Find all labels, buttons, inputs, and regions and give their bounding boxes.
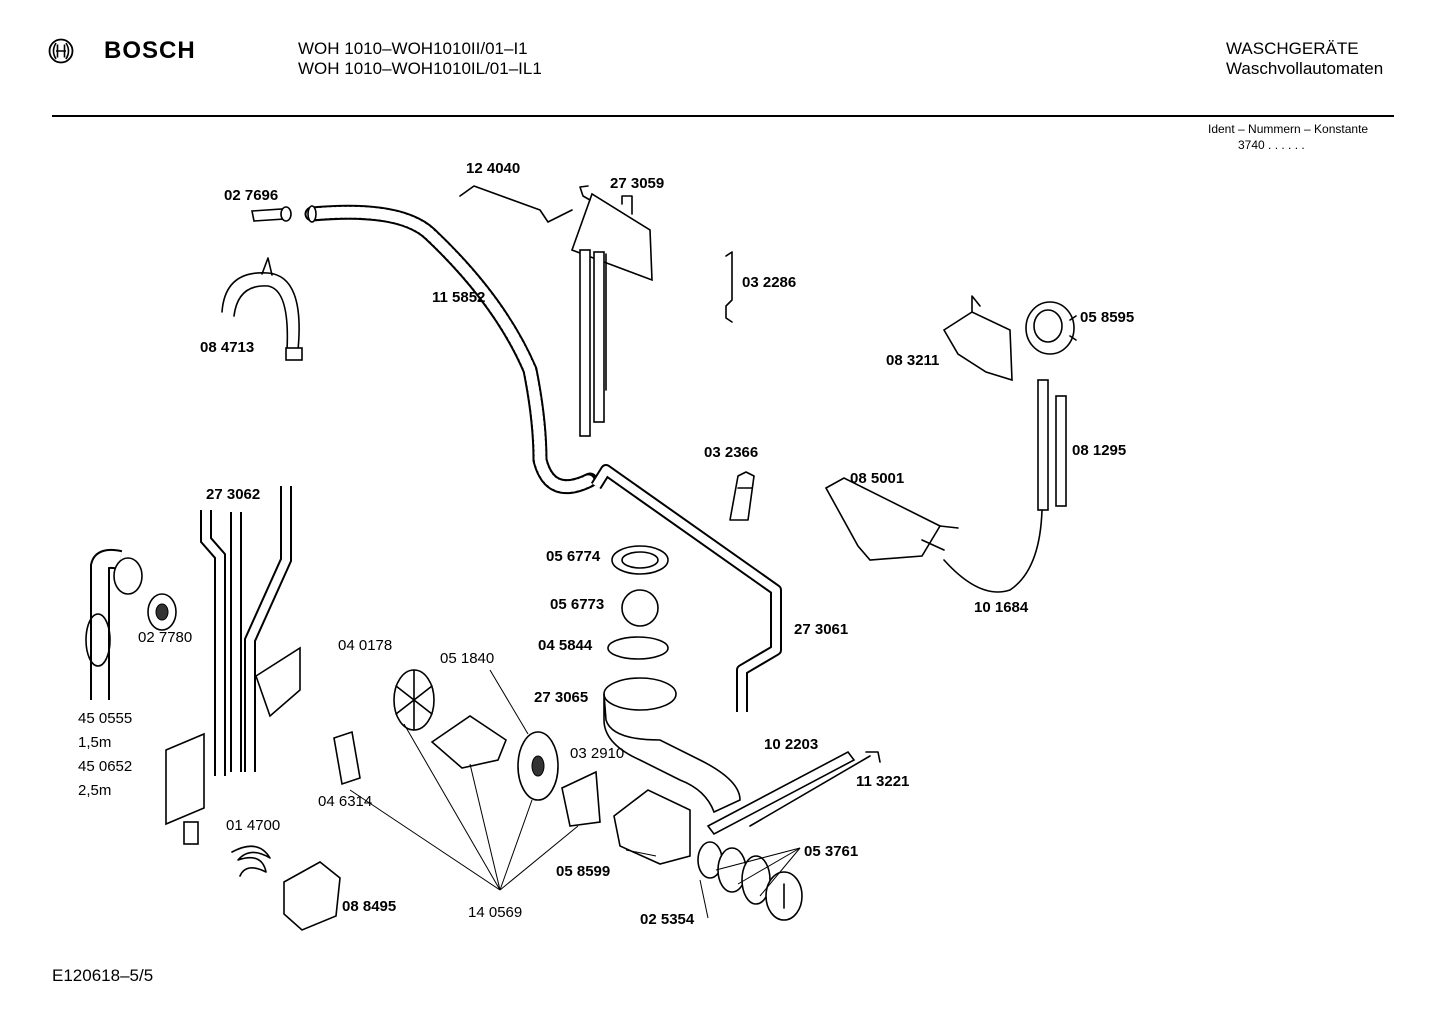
label-081295: 08 1295 — [1072, 442, 1127, 459]
label-058599: 05 8599 — [556, 863, 611, 880]
label-014700: 01 4700 — [226, 817, 281, 834]
label-027780: 02 7780 — [138, 629, 193, 646]
category-title: WASCHGERÄTE — [1226, 39, 1359, 58]
category-subtitle: Waschvollautomaten — [1226, 59, 1384, 78]
label-056774: 05 6774 — [546, 548, 601, 565]
label-027696: 02 7696 — [224, 187, 279, 204]
part-032910-drawing — [561, 770, 601, 827]
label-124040: 12 4040 — [466, 160, 521, 177]
label-088495: 08 8495 — [342, 898, 397, 915]
label-273062: 27 3062 — [206, 486, 261, 503]
label-450555-length: 1,5m — [78, 734, 112, 751]
label-084713: 08 4713 — [200, 339, 255, 356]
part-032366-drawing — [729, 471, 755, 521]
drawing-id: E120618–5/5 — [52, 966, 154, 985]
ident-label: Ident – Nummern – Konstante — [1208, 122, 1369, 136]
part-088495-drawing — [283, 861, 341, 931]
part-027696-drawing — [251, 206, 292, 222]
label-025354: 02 5354 — [640, 911, 695, 928]
label-056773: 05 6773 — [550, 596, 605, 613]
label-450652-length: 2,5m — [78, 782, 112, 799]
part-046314-drawing — [333, 730, 361, 786]
part-083211-drawing — [942, 295, 1013, 382]
part-014700-drawing — [231, 845, 271, 877]
part-053761-drawing — [697, 841, 771, 905]
label-053761: 05 3761 — [804, 843, 859, 860]
label-273059: 27 3059 — [610, 175, 665, 192]
label-040178: 04 0178 — [338, 637, 393, 654]
model-line-1: WOH 1010–WOH1010II/01–I1 — [298, 39, 528, 58]
label-032286: 03 2286 — [742, 274, 797, 291]
part-051840-drawing — [517, 731, 559, 801]
label-032910: 03 2910 — [570, 745, 625, 762]
part-113221-drawing — [749, 751, 881, 827]
label-450555: 45 0555 — [78, 710, 133, 727]
label-102203: 10 2203 — [764, 736, 819, 753]
label-101684: 10 1684 — [974, 599, 1029, 616]
part-025354-drawing — [765, 871, 803, 921]
label-051840: 05 1840 — [440, 650, 495, 667]
mounting-plate-drawing — [165, 732, 205, 826]
part-056774-drawing — [611, 545, 669, 575]
part-081295-drawing — [1037, 379, 1067, 511]
label-115852: 11 5852 — [432, 289, 486, 306]
model-line-2: WOH 1010–WOH1010IL/01–IL1 — [298, 59, 542, 78]
label-450652: 45 0652 — [78, 758, 133, 775]
part-058599-drawing — [613, 789, 691, 865]
part-085001-drawing — [824, 477, 959, 561]
part-124040-drawing — [459, 185, 573, 223]
part-273065-drawing — [603, 677, 741, 814]
label-273065: 27 3065 — [534, 689, 589, 706]
part-273061-drawing — [590, 464, 782, 712]
header-divider — [52, 115, 1394, 117]
part-040178-drawing — [393, 669, 435, 731]
leader-lines — [349, 669, 801, 919]
part-032286-drawing — [725, 251, 733, 323]
part-273059-drawing — [570, 185, 653, 437]
label-273061: 27 3061 — [794, 621, 849, 638]
bosch-logo-icon — [48, 38, 74, 64]
part-027780-drawing — [147, 593, 177, 631]
part-084713-drawing — [221, 257, 303, 361]
label-046314: 04 6314 — [318, 793, 373, 810]
ident-value: 3740 . . . . . . — [1238, 138, 1305, 152]
mounting-clip-drawing — [183, 821, 199, 845]
part-056773-drawing — [621, 589, 659, 627]
part-450555-drawing — [85, 548, 143, 700]
label-058595: 05 8595 — [1080, 309, 1135, 326]
label-045844: 04 5844 — [538, 637, 593, 654]
pump-motor-drawing — [430, 715, 507, 769]
part-101684-drawing — [943, 509, 1043, 593]
brand-name: BOSCH — [104, 37, 196, 64]
label-032366: 03 2366 — [704, 444, 759, 461]
label-085001: 08 5001 — [850, 470, 905, 487]
label-113221: 11 3221 — [856, 773, 910, 790]
part-058595-drawing — [1025, 301, 1077, 355]
part-102203-drawing — [706, 750, 856, 836]
label-140569: 14 0569 — [468, 904, 523, 921]
part-115852-drawing — [304, 204, 598, 495]
label-083211: 08 3211 — [886, 352, 940, 369]
part-045844-drawing — [607, 636, 669, 660]
part-273062-drawing — [200, 486, 301, 776]
